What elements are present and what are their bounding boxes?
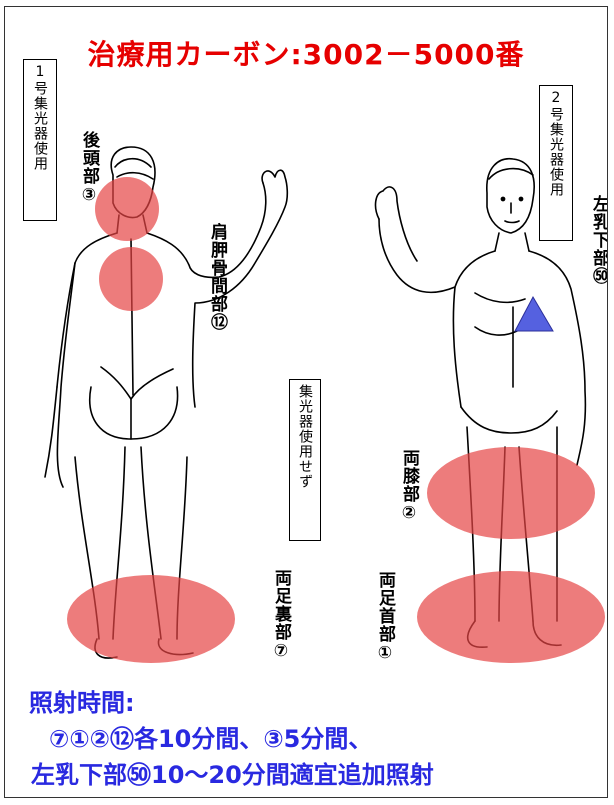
- label-under-breast: 左乳下部㊿: [587, 195, 608, 285]
- label-ankles: 両足首部①: [373, 571, 398, 664]
- occiput-area: [95, 177, 159, 241]
- label-soles: 両足裏部⑦: [269, 569, 294, 662]
- diagram-frame: 治療用カーボン:3002－5000番 1号集光器使用 2号集光器使用 集光器使用…: [4, 6, 608, 798]
- soles-area: [67, 575, 235, 663]
- label-knees: 両膝部②: [397, 449, 422, 524]
- scapula-area: [99, 247, 163, 311]
- label-scapula: 肩胛骨間部⑫: [205, 223, 230, 331]
- treatment-areas: [5, 7, 608, 798]
- irradiation-line-1: ⑦①②⑫各10分間、③5分間、: [49, 719, 372, 754]
- label-occiput: 後頭部③: [77, 131, 102, 206]
- irradiation-heading: 照射時間:: [29, 683, 135, 718]
- ankles-area: [417, 571, 605, 663]
- knees-area: [427, 447, 595, 539]
- under-breast-area: [515, 297, 553, 331]
- irradiation-line-2: 左乳下部㊿10～20分間適宜追加照射: [31, 755, 434, 790]
